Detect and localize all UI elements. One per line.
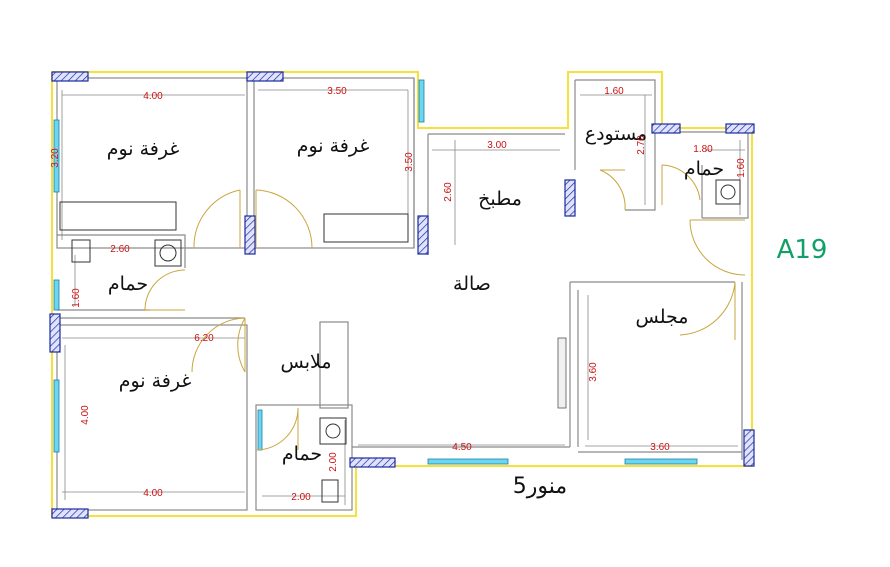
toilet-icon bbox=[71, 239, 91, 263]
bed bbox=[59, 201, 177, 231]
dim-bath-bottom-height: 2.00 bbox=[328, 452, 339, 472]
column bbox=[349, 457, 396, 468]
dim-corridor-width: 6.20 bbox=[194, 333, 214, 344]
window bbox=[53, 279, 60, 311]
dim-bath-right-width: 1.80 bbox=[693, 144, 713, 155]
toilet-icon bbox=[321, 479, 339, 503]
dim-majlis-width: 3.60 bbox=[650, 442, 670, 453]
dim-bedroom-top-mid-height: 3.50 bbox=[404, 152, 415, 172]
room-label-bath-right: حمام bbox=[684, 158, 724, 180]
dim-kitchen-width: 3.00 bbox=[487, 140, 507, 151]
dim-bedroom-bottom-height: 4.00 bbox=[80, 405, 91, 425]
room-label-bedroom-bottom: غرفة نوم bbox=[119, 370, 192, 392]
sink-icon bbox=[715, 179, 741, 205]
column bbox=[49, 313, 61, 353]
column bbox=[244, 215, 256, 255]
room-label-closet: ملابس bbox=[280, 351, 331, 373]
column bbox=[246, 71, 284, 82]
fixtures bbox=[59, 179, 741, 503]
dim-majlis-height: 3.60 bbox=[588, 362, 599, 382]
windows bbox=[53, 79, 698, 465]
columns bbox=[49, 71, 755, 519]
light-well-label: منور5 bbox=[513, 474, 567, 499]
doors bbox=[144, 164, 746, 451]
dim-bath-right-height: 1.60 bbox=[736, 158, 747, 178]
room-label-bedroom-top-mid: غرفة نوم bbox=[297, 135, 370, 157]
sink-icon bbox=[154, 239, 182, 267]
dimension-labels: 4.00 3.20 3.50 3.50 3.00 2.60 1.60 2.70 … bbox=[50, 86, 747, 503]
window bbox=[624, 458, 698, 465]
dim-bath-bottom-width: 2.00 bbox=[291, 492, 311, 503]
window bbox=[53, 379, 60, 453]
dim-bedroom-top-left-height: 3.20 bbox=[50, 148, 61, 168]
outer-boundary bbox=[51, 71, 753, 517]
window bbox=[257, 409, 263, 451]
column bbox=[743, 429, 755, 467]
window bbox=[427, 458, 509, 465]
bed bbox=[323, 213, 409, 243]
room-label-kitchen: مطبخ bbox=[478, 188, 522, 210]
column bbox=[51, 508, 89, 519]
column bbox=[725, 123, 755, 134]
column bbox=[51, 71, 89, 82]
column bbox=[564, 179, 576, 217]
room-label-bath-left: حمام bbox=[108, 273, 148, 295]
window bbox=[53, 119, 60, 193]
room-label-hall: صالة bbox=[453, 273, 491, 295]
dim-storage-width: 1.60 bbox=[604, 86, 624, 97]
dim-bedroom-top-left-width: 4.00 bbox=[143, 91, 163, 102]
sink-icon bbox=[319, 417, 347, 445]
dim-storage-height: 2.70 bbox=[636, 135, 647, 155]
dim-kitchen-height: 2.60 bbox=[443, 182, 454, 202]
dim-bedroom-top-mid-width: 3.50 bbox=[327, 86, 347, 97]
window bbox=[418, 79, 425, 123]
dim-bath-left-height: 1.60 bbox=[71, 288, 82, 308]
room-label-storage: مستودع bbox=[585, 123, 647, 145]
room-label-bedroom-top-left: غرفة نوم bbox=[107, 138, 180, 160]
dim-bedroom-bottom-width: 4.00 bbox=[143, 488, 163, 499]
room-labels: غرفة نوم غرفة نوم مطبخ مستودع حمام حمام … bbox=[107, 123, 724, 465]
column bbox=[417, 215, 429, 255]
dimension-lines bbox=[61, 89, 745, 505]
room-label-majlis: مجلس bbox=[636, 306, 689, 328]
column bbox=[651, 123, 681, 134]
room-label-bath-bottom: حمام bbox=[282, 443, 322, 465]
dim-bath-left-width: 2.60 bbox=[110, 244, 130, 255]
dim-hall-width: 4.50 bbox=[452, 442, 472, 453]
plot-tag: A19 bbox=[777, 235, 828, 265]
window bbox=[557, 337, 567, 409]
